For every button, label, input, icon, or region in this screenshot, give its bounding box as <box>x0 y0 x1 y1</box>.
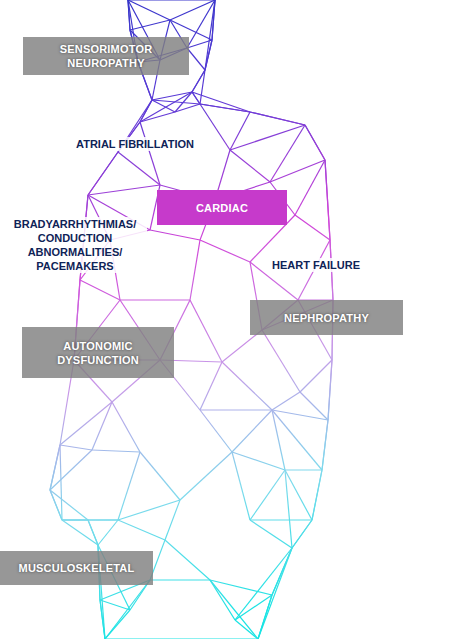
mesh-line <box>235 548 292 620</box>
mesh-line <box>112 402 140 452</box>
condition-label: HEART FAILURE <box>270 258 362 272</box>
mesh-line <box>250 470 285 520</box>
mesh-line <box>272 410 328 420</box>
mesh-line <box>88 152 118 195</box>
mesh-line <box>295 215 330 240</box>
mesh-line <box>92 450 140 452</box>
category-box: MUSCULOSKELETAL <box>0 551 153 585</box>
mesh-line <box>50 490 88 520</box>
mesh-line <box>62 520 98 545</box>
mesh-line <box>222 362 272 410</box>
mesh-line <box>190 300 222 362</box>
mesh-line <box>165 540 210 580</box>
mesh-line <box>300 360 332 392</box>
category-text: AUTONOMIC DYSFUNCTION <box>30 339 166 367</box>
mesh-line <box>295 160 325 215</box>
mesh-line <box>262 330 300 392</box>
mesh-line <box>150 579 210 580</box>
mesh-line <box>98 520 118 545</box>
mesh-line <box>230 125 305 150</box>
mesh-line <box>180 452 232 500</box>
mesh-line <box>50 445 60 490</box>
mesh-line <box>118 520 165 540</box>
mesh-line <box>292 520 312 548</box>
mesh-line <box>150 230 200 240</box>
mesh-line <box>190 240 200 300</box>
mesh-line <box>258 548 292 639</box>
mesh-line <box>175 104 200 112</box>
mesh-line <box>140 122 160 185</box>
mesh-line <box>187 0 215 48</box>
mesh-line <box>200 409 272 410</box>
mesh-line <box>232 452 285 470</box>
mesh-line <box>200 362 222 410</box>
mesh-line <box>128 0 170 20</box>
category-box: SENSORIMOTOR NEUROPATHY <box>23 37 189 75</box>
condition-label: BRADYARRHYTHMIAS/ CONDUCTION ABNORMALITI… <box>3 217 147 273</box>
mesh-line <box>192 92 250 112</box>
mesh-line <box>232 410 272 452</box>
mesh-line <box>50 490 62 520</box>
mesh-line <box>272 410 285 470</box>
mesh-line <box>62 519 118 520</box>
mesh-line <box>250 520 292 548</box>
mesh-line <box>60 402 112 445</box>
mesh-line <box>232 452 250 520</box>
mesh-line <box>60 445 92 450</box>
mesh-line <box>328 360 332 420</box>
mesh-line <box>200 70 205 104</box>
mesh-line <box>272 392 300 410</box>
mesh-line <box>187 40 212 48</box>
mesh-line <box>325 160 330 240</box>
mesh-line <box>140 452 180 500</box>
mesh-line <box>60 445 62 520</box>
mesh-line <box>322 420 328 470</box>
mesh-line <box>205 0 215 70</box>
mesh-line <box>200 104 230 150</box>
mesh-line <box>118 500 180 520</box>
mesh-line <box>120 299 190 300</box>
mesh-line <box>200 240 250 262</box>
mesh-line <box>118 152 160 185</box>
mesh-line <box>305 125 325 160</box>
mesh-line <box>80 280 120 300</box>
mesh-line <box>200 410 232 452</box>
mesh-line <box>130 20 170 30</box>
mesh-line <box>270 125 305 182</box>
category-text: CARDIAC <box>196 201 248 215</box>
mesh-line <box>140 92 192 122</box>
category-text: MUSCULOSKELETAL <box>19 561 135 575</box>
mesh-line <box>50 450 92 490</box>
category-box: AUTONOMIC DYSFUNCTION <box>22 327 174 378</box>
highlight-box: CARDIAC <box>157 190 287 225</box>
mesh-line <box>250 519 312 520</box>
mesh-line <box>118 452 140 520</box>
mesh-line <box>285 470 292 548</box>
mesh-line <box>88 185 160 195</box>
mesh-line <box>235 620 258 639</box>
mesh-line <box>230 150 270 182</box>
mesh-line <box>165 500 180 540</box>
mesh-line <box>250 112 305 125</box>
condition-label: ATRIAL FIBRILLATION <box>74 137 196 151</box>
category-box: NEPHROPATHY <box>250 300 403 335</box>
mesh-line <box>205 40 212 70</box>
mesh-line <box>152 100 175 112</box>
mesh-line <box>210 580 258 639</box>
mesh-line <box>92 402 112 450</box>
mesh-line <box>200 104 250 112</box>
category-text: NEPHROPATHY <box>284 311 369 325</box>
mesh-line <box>210 580 235 620</box>
category-text: SENSORIMOTOR NEUROPATHY <box>31 42 181 70</box>
mesh-line <box>210 580 272 595</box>
mesh-line <box>272 410 322 470</box>
mesh-line <box>140 112 175 122</box>
mesh-line <box>285 469 322 470</box>
mesh-line <box>270 160 325 182</box>
mesh-line <box>170 0 215 20</box>
mesh-line <box>187 48 205 70</box>
mesh-line <box>312 470 322 520</box>
